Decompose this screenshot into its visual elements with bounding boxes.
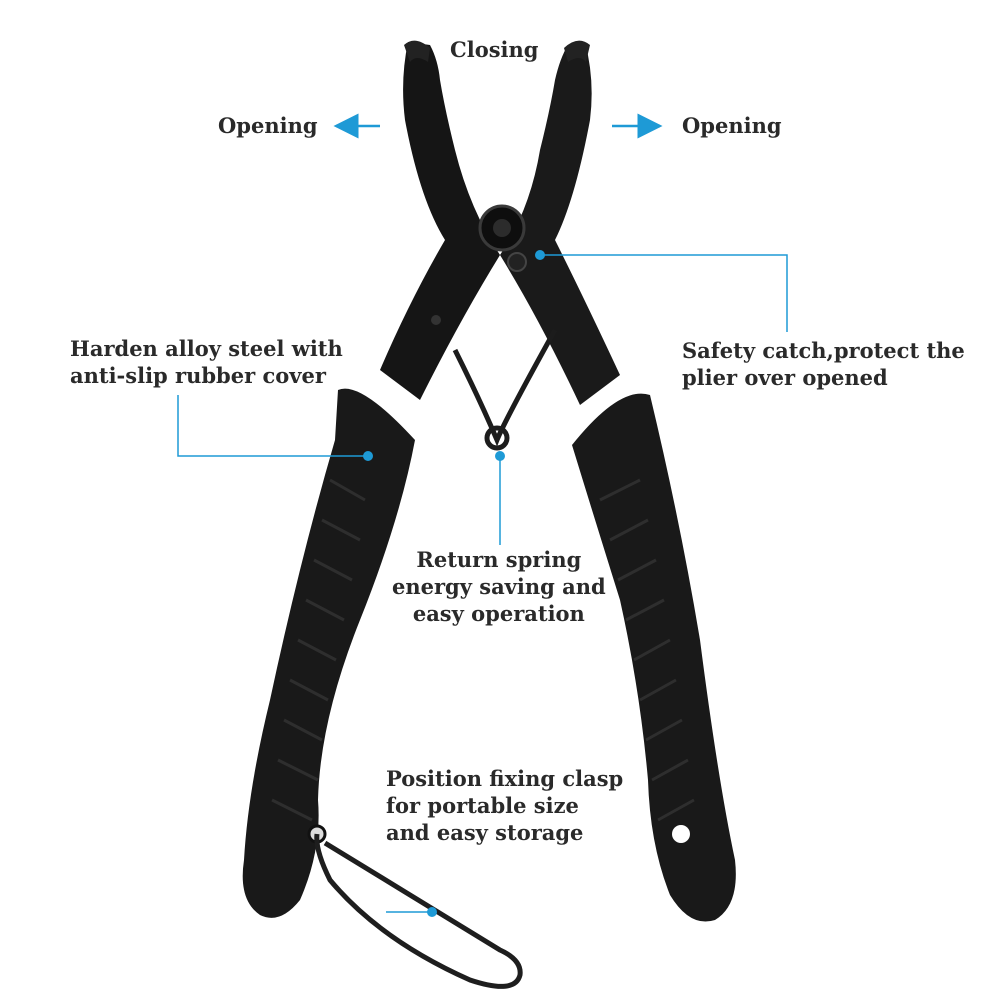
opening-left-label: Opening bbox=[218, 113, 318, 138]
left-tip bbox=[404, 40, 430, 62]
callout-steel: Harden alloy steel with anti-slip rubber… bbox=[70, 336, 343, 388]
left-handle bbox=[242, 388, 415, 918]
return-spring bbox=[452, 328, 558, 447]
right-tip bbox=[564, 40, 590, 62]
rivet bbox=[431, 315, 441, 325]
callout-clasp: Position fixing clasp for portable size … bbox=[386, 766, 624, 845]
right-jaw bbox=[500, 42, 620, 405]
closing-label: Closing bbox=[450, 37, 539, 62]
callout-safety: Safety catch,protect the plier over open… bbox=[682, 338, 965, 390]
opening-right-label: Opening bbox=[682, 113, 782, 138]
fixing-clasp bbox=[314, 833, 523, 989]
hang-hole bbox=[672, 825, 690, 843]
callout-spring: Return spring energy saving and easy ope… bbox=[392, 547, 606, 626]
safety-catch bbox=[507, 252, 527, 272]
callout-lines bbox=[177, 254, 788, 913]
callout-dots bbox=[363, 250, 545, 917]
left-jaw bbox=[380, 42, 500, 400]
right-handle bbox=[572, 393, 736, 922]
pivot-inner bbox=[493, 219, 511, 237]
spring-coil bbox=[484, 425, 510, 451]
left-grip-ribs bbox=[271, 478, 366, 822]
right-grip-ribs bbox=[599, 478, 695, 822]
